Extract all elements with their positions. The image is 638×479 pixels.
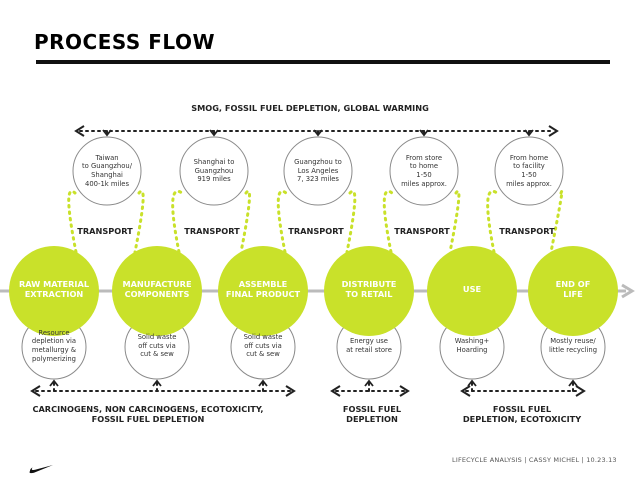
top-range-left-arrowhead-icon bbox=[74, 125, 85, 137]
top-range-right-arrowhead-icon bbox=[548, 125, 559, 137]
bottom-impact-label-3: FOSSIL FUEL DEPLETION, ECOTOXICITY bbox=[462, 404, 582, 424]
bottom-range-1-stem-arrowhead-icon-1 bbox=[49, 379, 59, 387]
stage-circle-5 bbox=[427, 246, 517, 336]
top-range-stem-arrowhead-icon-2 bbox=[209, 129, 219, 137]
stage-label-4: DISTRIBUTE TO RETAIL bbox=[341, 279, 397, 299]
transport-circle-1 bbox=[72, 136, 142, 206]
swoosh-logo-icon bbox=[29, 465, 53, 474]
bottom-range-1-stem-arrowhead-icon-2 bbox=[152, 379, 162, 387]
stage-label-1: RAW MATERIAL EXTRACTION bbox=[18, 279, 90, 299]
bottom-impact-label-1: CARCINOGENS, NON CARCINOGENS, ECOTOXICIT… bbox=[32, 404, 264, 424]
transport-circle-4 bbox=[389, 136, 459, 206]
stage-label-3: ASSEMBLE FINAL PRODUCT bbox=[225, 279, 301, 299]
transport-label-4: TRANSPORT bbox=[394, 226, 450, 236]
transport-detail-3: Guangzhou to Los Angeles 7, 323 miles bbox=[294, 158, 342, 184]
stage-circle-1 bbox=[9, 246, 99, 336]
stage-impact-6: Mostly reuse/ little recycling bbox=[548, 337, 598, 354]
stage-label-6: END OF LIFE bbox=[555, 279, 591, 299]
transport-detail-5: From home to facility 1-50 miles approx. bbox=[506, 153, 552, 188]
bottom-range-1-right-arrowhead-icon bbox=[285, 385, 296, 397]
page-title: PROCESS FLOW bbox=[34, 30, 216, 54]
transport-circle-3 bbox=[283, 136, 353, 206]
transport-connector-right-2 bbox=[239, 189, 251, 254]
bottom-range-1-left-arrowhead-icon bbox=[30, 385, 41, 397]
top-impacts-label: SMOG, FOSSIL FUEL DEPLETION, GLOBAL WARM… bbox=[191, 103, 429, 113]
transport-label-2: TRANSPORT bbox=[184, 226, 240, 236]
transport-connector-right-4 bbox=[448, 189, 461, 254]
stage-impact-3: Solid waste off cuts via cut & sew bbox=[243, 333, 283, 359]
transport-label-1: TRANSPORT bbox=[77, 226, 133, 236]
transport-connector-left-3 bbox=[276, 189, 288, 254]
transport-connector-left-2 bbox=[171, 189, 184, 254]
stage-label-2: MANUFACTURE COMPONENTS bbox=[122, 279, 192, 299]
title-underline bbox=[36, 60, 610, 64]
transport-connector-right-5 bbox=[549, 189, 564, 254]
transport-detail-2: Shanghai to Guangzhou 919 miles bbox=[193, 158, 235, 184]
transport-label-5: TRANSPORT bbox=[499, 226, 555, 236]
stage-impact-4: Energy use at retail store bbox=[346, 337, 392, 354]
top-range-stem-arrowhead-icon-4 bbox=[419, 129, 429, 137]
transport-circle-2 bbox=[179, 136, 249, 206]
bottom-range-3-right-arrowhead-icon bbox=[575, 385, 586, 397]
transport-detail-4: From store to home 1-50 miles approx. bbox=[401, 153, 447, 188]
bottom-range-1-stem-arrowhead-icon-3 bbox=[258, 379, 268, 387]
stage-impact-1: Resource depletion via metallurgy & poly… bbox=[31, 328, 77, 363]
stage-circle-6 bbox=[528, 246, 618, 336]
bottom-range-2-stem-arrowhead-icon-1 bbox=[364, 379, 374, 387]
transport-connector-left-1 bbox=[67, 189, 78, 254]
top-range-stem-arrowhead-icon-1 bbox=[102, 129, 112, 137]
stage-circle-2 bbox=[112, 246, 202, 336]
transport-circle-5 bbox=[494, 136, 564, 206]
bottom-range-2-right-arrowhead-icon bbox=[399, 385, 410, 397]
stage-circle-4 bbox=[324, 246, 414, 336]
bottom-range-3-left-arrowhead-icon bbox=[460, 385, 471, 397]
stage-label-5: USE bbox=[462, 284, 482, 295]
transport-label-3: TRANSPORT bbox=[288, 226, 344, 236]
transport-detail-1: Taiwan to Guangzhou/ Shanghai 400-1k mil… bbox=[82, 153, 132, 188]
transport-connector-left-5 bbox=[486, 189, 499, 254]
main-flow-arrowhead-icon bbox=[621, 283, 635, 299]
top-range-stem-arrowhead-icon-3 bbox=[313, 129, 323, 137]
footer-credit: LIFECYCLE ANALYSIS | CASSY MICHEL | 10.2… bbox=[452, 456, 617, 464]
top-range-stem-arrowhead-icon-5 bbox=[524, 129, 534, 137]
transport-connector-right-1 bbox=[133, 189, 145, 254]
stage-impact-5: Washing+ Hoarding bbox=[454, 337, 490, 354]
stage-impact-2: Solid waste off cuts via cut & sew bbox=[137, 333, 177, 359]
stage-circle-3 bbox=[218, 246, 308, 336]
bottom-range-3-stem-arrowhead-icon-1 bbox=[467, 379, 477, 387]
bottom-range-2-left-arrowhead-icon bbox=[330, 385, 341, 397]
transport-connector-left-4 bbox=[382, 189, 394, 254]
bottom-range-3-stem-arrowhead-icon-2 bbox=[568, 379, 578, 387]
bottom-impact-label-2: FOSSIL FUEL DEPLETION bbox=[342, 404, 402, 424]
transport-connector-right-3 bbox=[345, 189, 357, 254]
